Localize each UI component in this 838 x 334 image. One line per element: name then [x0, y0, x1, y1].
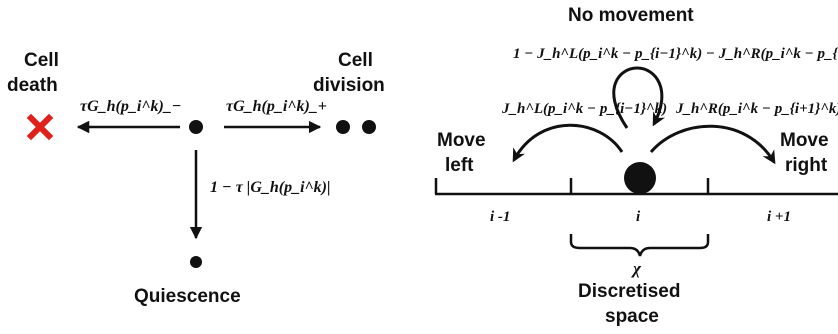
move-right-arrow [649, 124, 776, 165]
quiescence-label: Quiescence [134, 286, 241, 307]
quiescence-rate-label: 1 − τ |G_h(p_i^k)| [210, 179, 331, 196]
grid-spacing-symbol: χ [631, 259, 642, 278]
moving-cell-dot [624, 162, 656, 194]
movement-panel: No movement 1 − J_h^L(p_i^k − p_{i−1}^k)… [434, 5, 838, 327]
move-left-label-line2: left [445, 155, 474, 176]
division-rate-label: τG_h(p_i^k)_+ [226, 98, 327, 115]
grid-spacing-brace [569, 234, 710, 257]
quiescent-cell-dot [190, 256, 202, 268]
daughter-cell-dot [336, 120, 350, 134]
cell-death-label-line1: Cell [24, 50, 59, 71]
move-left-probability-label: J_h^L(p_i^k − p_{i−1}^k) [501, 101, 667, 117]
death-marker-icon [26, 113, 54, 141]
site-label-prev: i -1 [490, 209, 510, 225]
death-rate-label: τG_h(p_i^k)_− [80, 98, 181, 115]
move-right-probability-label: J_h^R(p_i^k − p_{i+1}^k) [675, 101, 838, 117]
discretised-space-label-line2: space [605, 306, 659, 327]
site-label-current: i [636, 209, 641, 225]
move-left-arrow [512, 123, 624, 163]
cell-division-label-line2: division [313, 75, 385, 96]
cell-division-label-line1: Cell [338, 50, 373, 71]
discretised-space-label-line1: Discretised [578, 281, 680, 302]
cell-dot [189, 120, 203, 134]
move-right-label-line1: Move [780, 130, 829, 151]
no-movement-loop-arrow [612, 66, 666, 129]
daughter-cell-dot [362, 120, 376, 134]
cell-fate-panel: Cell death Cell division τG_h(p_i^k)_− τ… [7, 50, 385, 307]
site-label-next: i +1 [767, 209, 791, 225]
move-left-label-line1: Move [437, 130, 486, 151]
stay-probability-label: 1 − J_h^L(p_i^k − p_{i−1}^k) − J_h^R(p_i… [513, 46, 838, 62]
move-right-label-line2: right [785, 155, 828, 176]
no-movement-label: No movement [568, 5, 694, 26]
cell-death-label-line2: death [7, 75, 58, 96]
